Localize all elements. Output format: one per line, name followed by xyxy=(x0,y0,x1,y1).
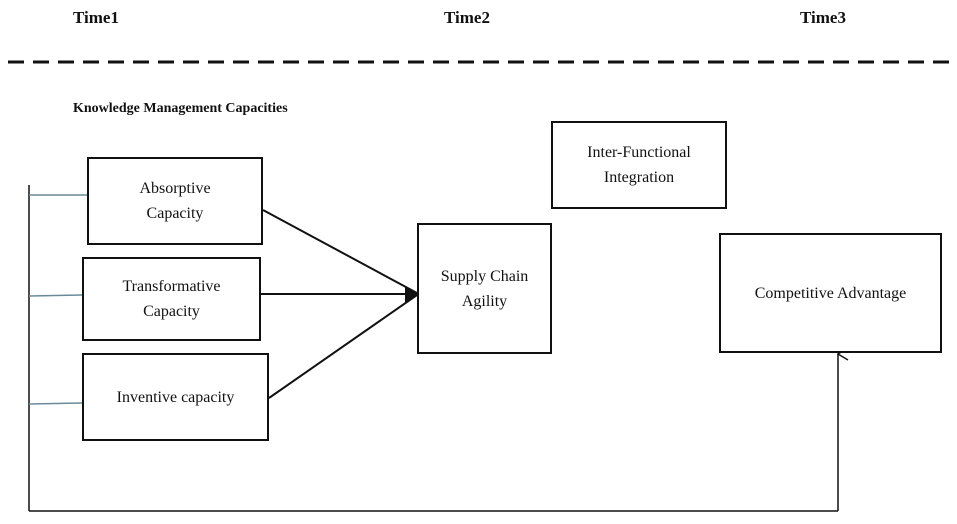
agility-line-1: Supply Chain xyxy=(440,267,529,285)
arrowhead-agility xyxy=(405,286,417,303)
time3-label: Time3 xyxy=(800,8,846,27)
absorptive-line-2: Capacity xyxy=(146,205,204,222)
supply-chain-agility-box: Supply Chain Agility xyxy=(417,223,552,354)
transformative-capacity-box: Transformative Capacity xyxy=(82,257,261,341)
ifi-line-1: Inter-Functional xyxy=(587,144,691,161)
arrow-absorptive-to-agility xyxy=(262,209,418,294)
inventive-line-1: Inventive capacity xyxy=(116,388,235,406)
transformative-line-1: Transformative xyxy=(122,278,221,295)
inter-functional-integration-box: Inter-Functional Integration xyxy=(551,121,727,209)
arrow-inventive-to-agility xyxy=(268,294,418,399)
transformative-line-2: Capacity xyxy=(143,303,200,320)
absorptive-line-1: Absorptive xyxy=(139,180,211,197)
connector-transformative xyxy=(28,294,83,297)
connector-inventive xyxy=(28,402,83,405)
agility-line-2: Agility xyxy=(461,292,508,310)
time2-label: Time2 xyxy=(444,8,490,27)
ifi-line-2: Integration xyxy=(603,169,675,186)
absorptive-capacity-box: Absorptive Capacity xyxy=(87,157,263,245)
competitive-advantage-box: Competitive Advantage xyxy=(719,233,942,353)
inventive-capacity-box: Inventive capacity xyxy=(82,353,269,441)
time1-label: Time1 xyxy=(73,8,119,27)
ca-line-1: Competitive Advantage xyxy=(754,284,907,302)
section-title: Knowledge Management Capacities xyxy=(73,101,288,116)
